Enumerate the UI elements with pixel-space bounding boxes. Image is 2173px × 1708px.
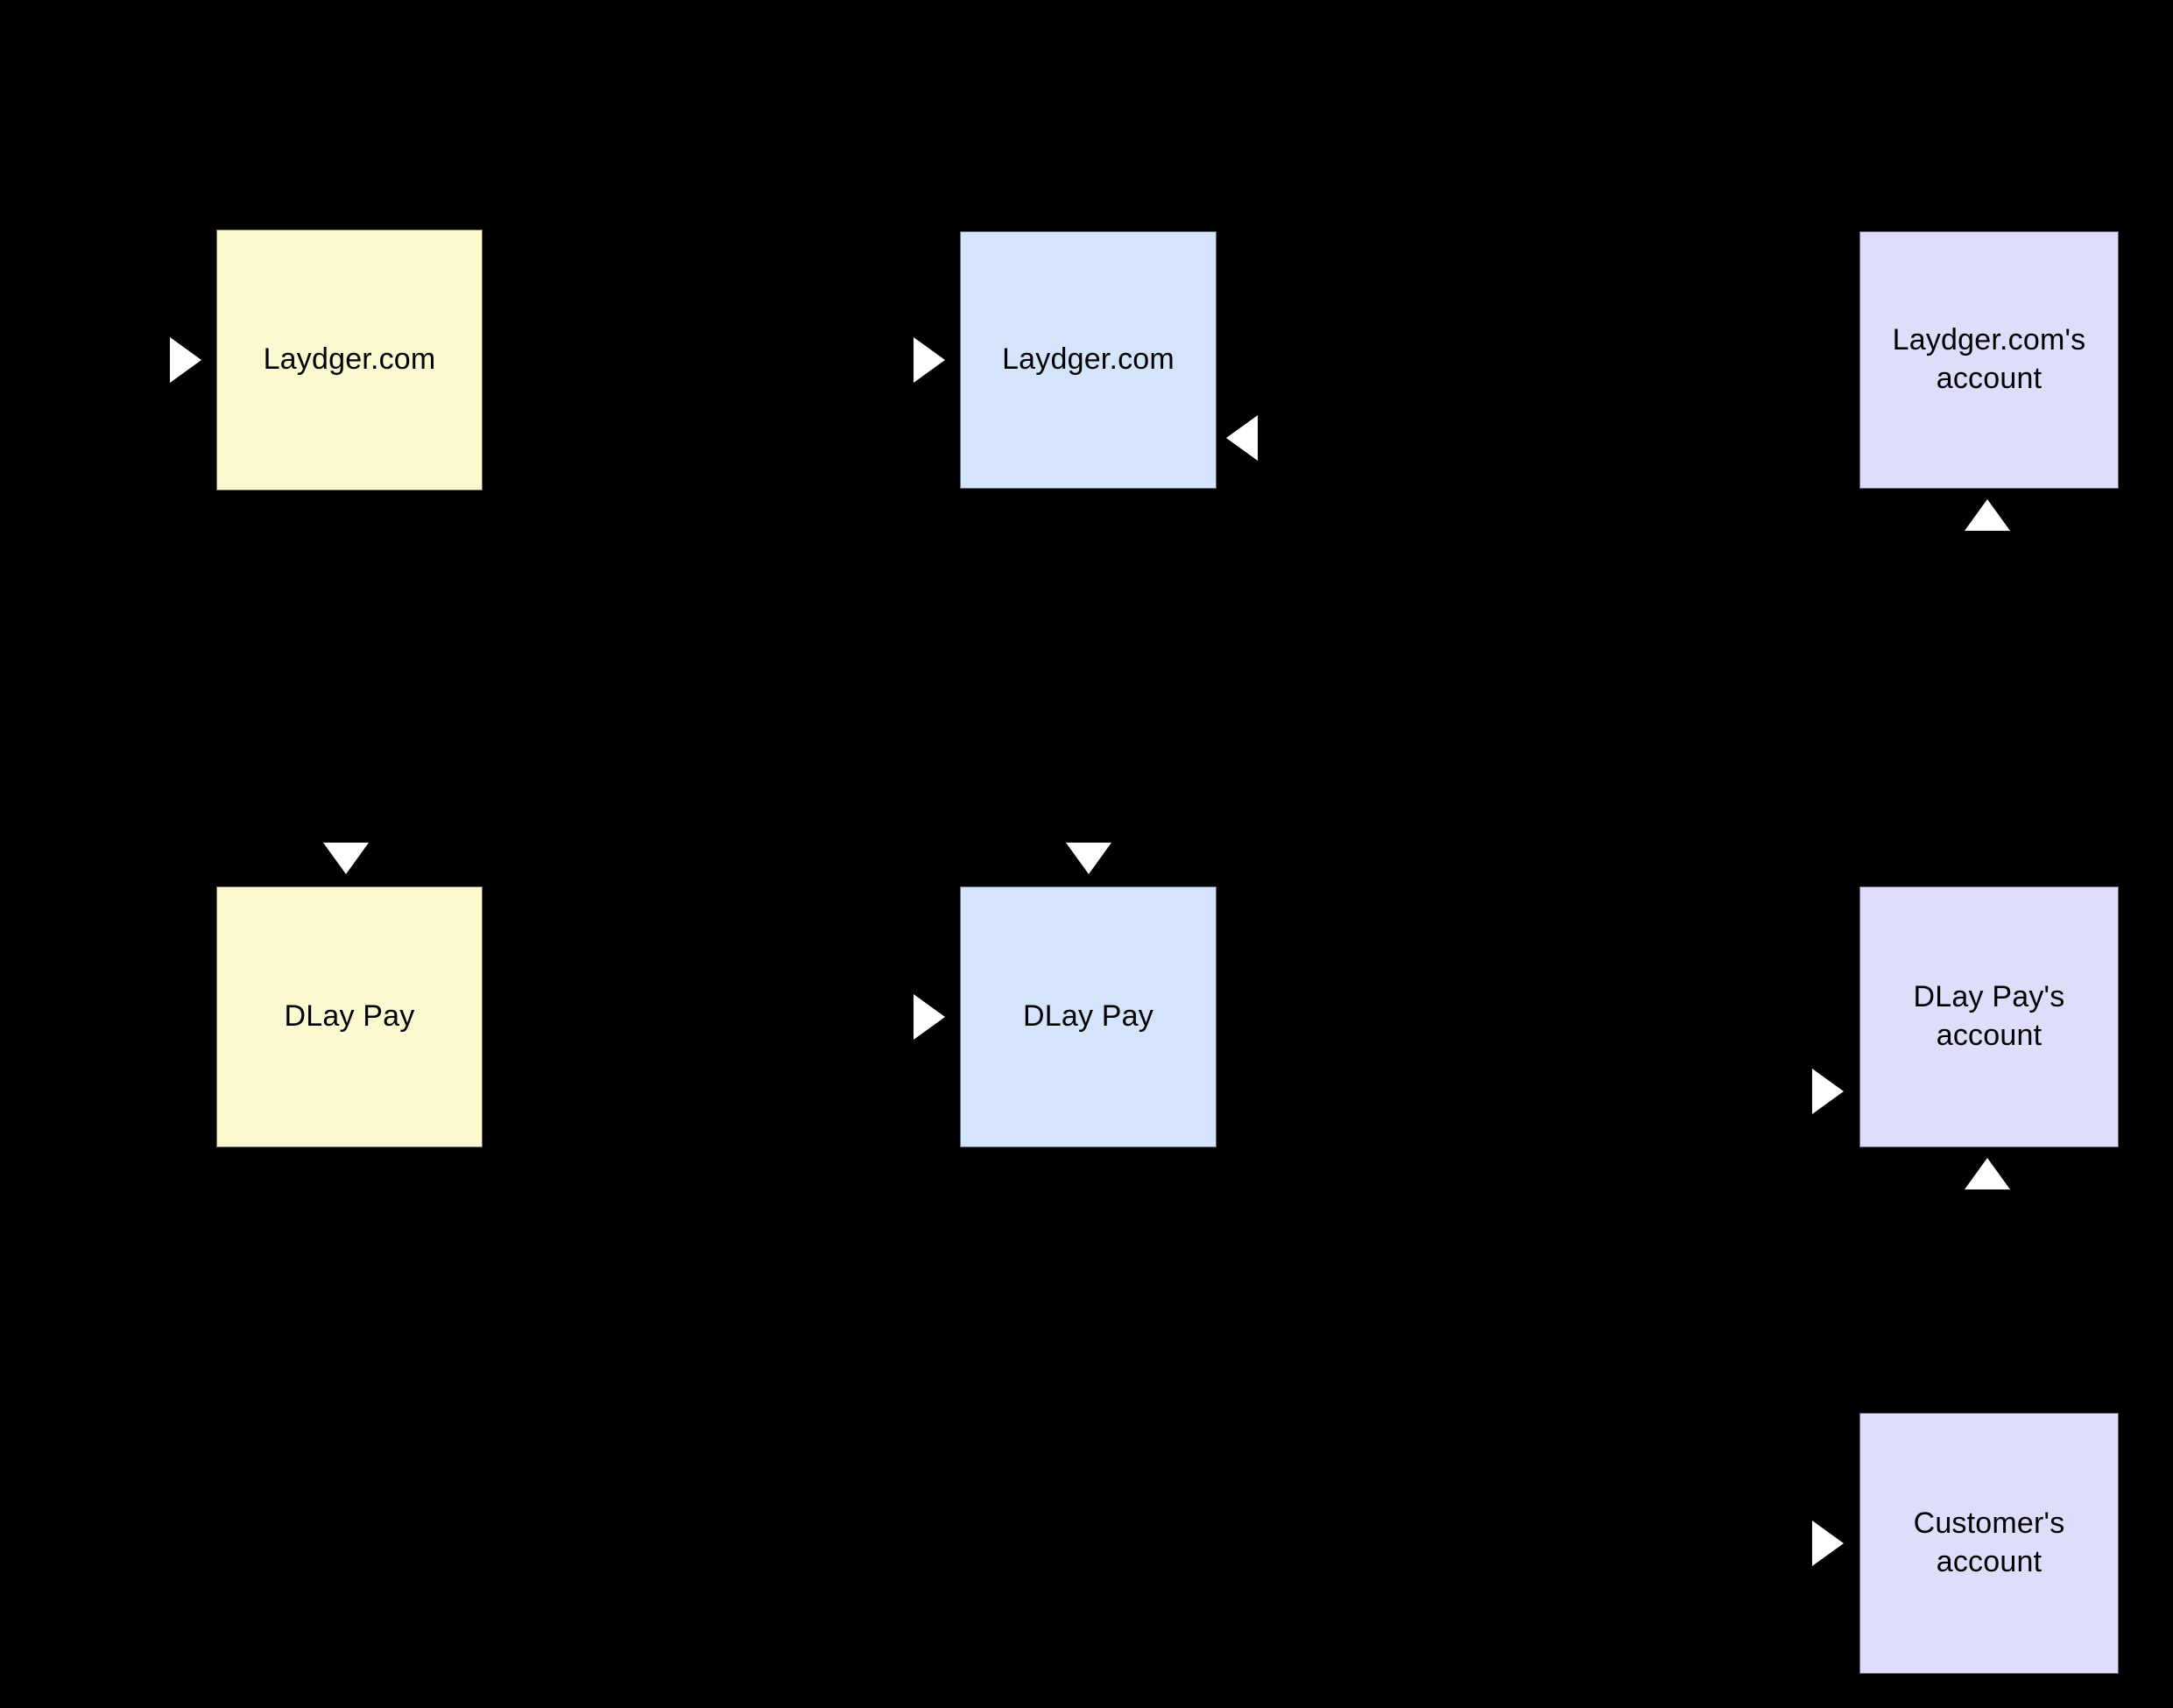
node-laydger-com-blue[interactable]: Laydger.com [960, 231, 1217, 489]
node-label-laydger-com-account: Laydger.com's account [1892, 323, 2086, 395]
node-label-dlay-pay-account: DLay Pay's account [1913, 980, 2065, 1052]
node-label-laydger-com-yellow: Laydger.com [263, 342, 436, 377]
arrow-out-of-laydger-com-blue-icon [1226, 415, 1258, 461]
arrow-into-dlay-pay-account-left-icon [1812, 1069, 1844, 1114]
node-label-customer-account: Customer's account [1913, 1507, 2065, 1578]
node-dlay-pay-yellow[interactable]: DLay Pay [216, 886, 483, 1147]
node-dlay-pay-blue[interactable]: DLay Pay [960, 886, 1217, 1147]
arrow-into-laydger-com-yellow-icon [170, 337, 201, 383]
arrow-into-dlay-pay-blue-icon [1066, 843, 1111, 874]
arrow-into-laydger-com-account-icon [1965, 499, 2010, 531]
node-dlay-pay-account[interactable]: DLay Pay's account [1859, 886, 2119, 1147]
node-laydger-com-account[interactable]: Laydger.com's account [1859, 231, 2119, 489]
node-laydger-com-yellow[interactable]: Laydger.com [216, 229, 483, 491]
node-customer-account[interactable]: Customer's account [1859, 1413, 2119, 1674]
arrow-into-dlay-pay-blue-left-icon [914, 994, 945, 1040]
arrow-into-customer-account-left-icon [1812, 1521, 1844, 1566]
arrow-into-dlay-pay-yellow-icon [323, 843, 369, 874]
arrow-into-dlay-pay-account-bottom-icon [1965, 1158, 2010, 1189]
node-label-dlay-pay-yellow: DLay Pay [284, 999, 415, 1034]
arrow-into-laydger-com-blue-icon [914, 337, 945, 383]
node-label-laydger-com-blue: Laydger.com [1002, 342, 1175, 377]
node-label-dlay-pay-blue: DLay Pay [1022, 999, 1154, 1034]
